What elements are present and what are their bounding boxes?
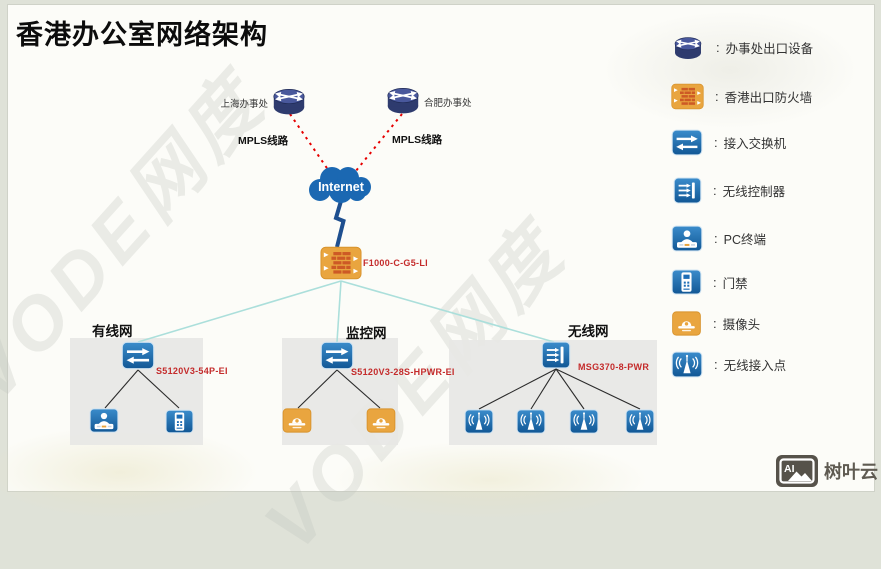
legend-separator: : — [713, 315, 717, 331]
branch-hefei-label: 合肥办事处 — [424, 98, 472, 109]
firewall-icon — [320, 245, 362, 281]
legend-separator: : — [715, 88, 719, 104]
page-title: 香港办公室网络架构 — [16, 20, 268, 50]
legend-label: 门禁 — [722, 276, 748, 291]
legend-separator: : — [714, 356, 718, 372]
router-icon — [383, 83, 423, 117]
branch-shanghai-label: 上海办事处 — [220, 99, 268, 110]
monitor-switch-model-label: S5120V3-28S-HPWR-EI — [351, 367, 455, 377]
legend: : 办事处出口设备 : 香港出口防火墙 : 接入交换机 : 无线控制器 : PC… — [671, 33, 876, 393]
wireless-ap-icon — [569, 408, 599, 435]
switch-icon — [320, 340, 354, 371]
legend-item-wireless-ap: : 无线接入点 — [671, 350, 786, 378]
legend-item-router: : 办事处出口设备 — [671, 33, 813, 61]
legend-separator: : — [713, 274, 717, 290]
door-access-icon — [671, 268, 702, 296]
firewall-icon — [671, 83, 704, 110]
camera-icon — [671, 310, 702, 337]
legend-label: PC终端 — [723, 232, 766, 247]
internet-label: Internet — [318, 180, 365, 194]
brand-name: 树叶云 — [824, 462, 878, 482]
door-access-icon — [165, 408, 194, 435]
wireless-ap-icon — [671, 350, 703, 379]
mpls-line-label: MPLS线路 — [238, 135, 289, 147]
wireless-controller-icon — [541, 340, 571, 370]
legend-label: 无线控制器 — [722, 184, 786, 199]
legend-item-camera: : 摄像头 — [671, 309, 760, 337]
firewall-model-label: F1000-C-G5-LI — [363, 258, 428, 268]
legend-item-firewall: : 香港出口防火墙 — [671, 82, 812, 110]
monitor-network-title: 监控网 — [346, 326, 387, 341]
legend-separator: : — [713, 182, 717, 198]
brand-logo-text: AI — [784, 463, 795, 475]
wireless-controller-model-label: MSG370-8-PWR — [578, 362, 650, 372]
switch-icon — [671, 128, 703, 157]
legend-item-wireless-controller: : 无线控制器 — [671, 176, 785, 204]
legend-separator: : — [716, 39, 720, 55]
wired-switch-model-label: S5120V3-54P-EI — [156, 366, 228, 376]
legend-label: 无线接入点 — [723, 358, 787, 373]
legend-label: 摄像头 — [722, 317, 761, 332]
wireless-ap-icon — [464, 408, 494, 435]
mpls-line-label: MPLS线路 — [392, 134, 443, 146]
legend-label: 香港出口防火墙 — [724, 90, 813, 105]
camera-icon — [282, 407, 312, 434]
legend-item-door-access: : 门禁 — [671, 268, 748, 296]
legend-label: 接入交换机 — [723, 136, 787, 151]
pc-terminal-icon — [89, 407, 119, 434]
wireless-ap-icon — [625, 408, 655, 435]
router-icon — [269, 84, 309, 118]
wireless-network-title: 无线网 — [568, 324, 609, 339]
legend-separator: : — [714, 134, 718, 150]
pc-terminal-icon — [671, 224, 703, 253]
branding: AI 树叶云 — [776, 455, 878, 487]
wired-network-title: 有线网 — [92, 324, 133, 339]
brand-logo-icon: AI — [776, 455, 818, 487]
camera-icon — [366, 407, 396, 434]
legend-item-switch: : 接入交换机 — [671, 128, 786, 156]
legend-separator: : — [714, 230, 718, 246]
wireless-controller-icon — [673, 176, 702, 205]
legend-item-pc-terminal: : PC终端 — [671, 224, 766, 252]
switch-icon — [121, 340, 155, 371]
wireless-ap-icon — [516, 408, 546, 435]
router-icon — [671, 33, 705, 62]
legend-label: 办事处出口设备 — [725, 41, 814, 56]
internet-cloud: Internet — [309, 167, 371, 203]
